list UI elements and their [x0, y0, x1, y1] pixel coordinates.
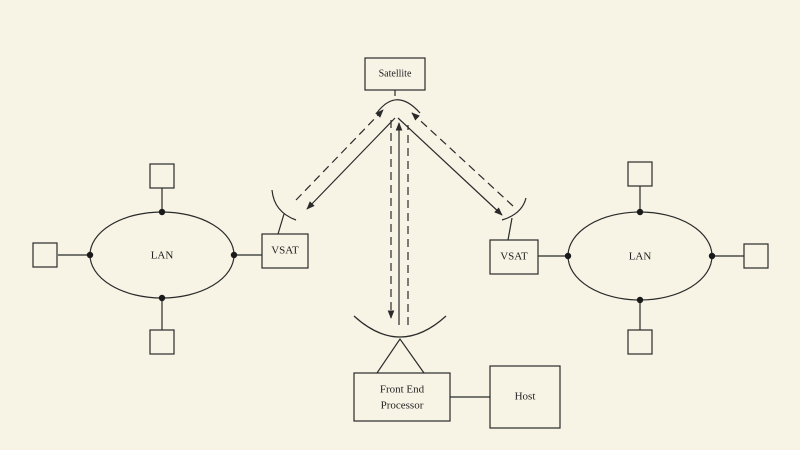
lan-right-tap-right: [708, 252, 716, 260]
lan-left-label: LAN: [151, 250, 174, 262]
hub-dish-mount: [376, 337, 425, 374]
lan-right-station-bottom: [627, 329, 653, 355]
link-right: [397, 112, 514, 216]
lan-left-station-bottom: [149, 329, 175, 355]
host-label: Host: [515, 391, 536, 403]
satellite-dish: [375, 99, 421, 115]
lan-right-station-top: [627, 161, 653, 187]
link-left: [295, 109, 396, 210]
vsat-left-label: VSAT: [271, 245, 299, 257]
lan-left-tap-top: [158, 208, 166, 216]
vsat-right-dish: [501, 197, 527, 221]
vsat-right-label: VSAT: [500, 251, 528, 263]
lan-right-label: LAN: [629, 251, 652, 263]
hub-station: Front End Processor Host: [353, 315, 561, 429]
satellite-box: [364, 57, 426, 91]
link-center: [387, 120, 409, 325]
vsat-left-dish: [271, 189, 297, 221]
vsat-left-node: VSAT: [261, 189, 309, 269]
vsat-right-box: [489, 239, 539, 275]
uplink-right-arrow: [397, 117, 503, 216]
uplink-left-arrow: [306, 117, 396, 210]
lan-left-tap-right: [230, 251, 238, 259]
lan-right-tap-top: [636, 208, 644, 216]
satellite-label: Satellite: [379, 68, 412, 79]
lan-right: LAN: [538, 161, 769, 355]
hub-dish: [353, 315, 447, 338]
vsat-right-node: VSAT: [489, 197, 539, 275]
lan-left-station-left: [32, 242, 58, 268]
lan-left-tap-left: [86, 251, 94, 259]
lan-right-tap-left: [564, 252, 572, 260]
downlink-right-dashed-arrow: [411, 112, 514, 207]
lan-right-tap-bottom: [636, 296, 644, 304]
front-end-processor-label-line1: Front End: [380, 384, 425, 396]
lan-left-station-top: [149, 163, 175, 189]
vsat-left-box: [261, 233, 309, 269]
host-box: [489, 365, 561, 429]
downlink-left-dashed-arrow: [295, 109, 384, 201]
vsat-left-mast: [277, 213, 285, 235]
vsat-right-mast: [507, 217, 513, 241]
front-end-processor-box: [353, 372, 451, 422]
lan-left: LAN: [32, 163, 262, 355]
lan-left-tap-bottom: [158, 294, 166, 302]
lan-right-station-right: [743, 243, 769, 269]
satellite-node: Satellite: [364, 57, 426, 115]
front-end-processor-label-line2: Processor: [381, 400, 424, 412]
